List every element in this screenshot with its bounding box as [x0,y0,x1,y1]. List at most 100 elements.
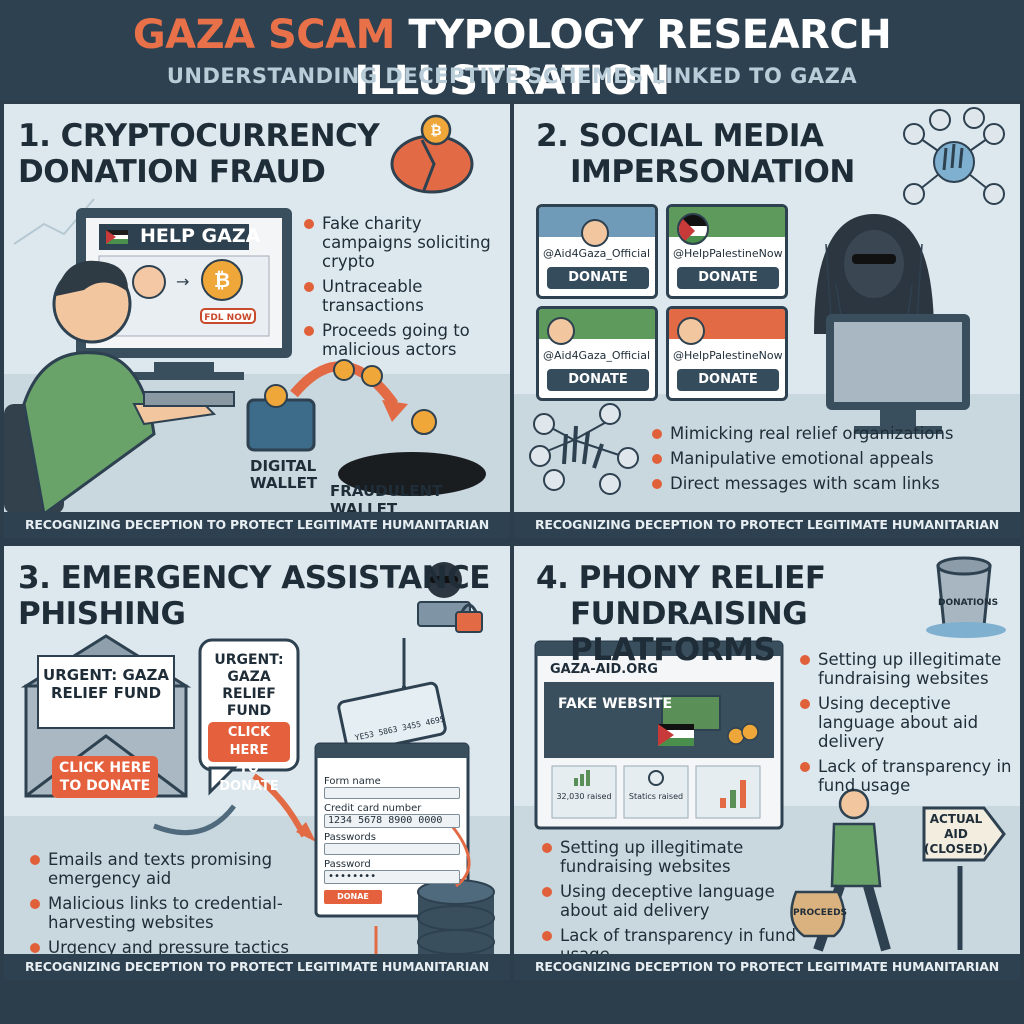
svg-text:→: → [176,272,189,291]
profile-handle: @Aid4Gaza_Official [543,247,651,260]
bucket-label: DONATIONS [938,598,999,608]
profile-handle: @Aid4Gaza_Official [543,349,651,362]
panel-footer: RECOGNIZING DECEPTION TO PROTECT LEGITIM… [4,954,510,980]
panel-2-illustration [514,107,1020,514]
panel-2-bullets: Mimicking real relief organizations Mani… [650,424,1020,499]
database-icon [417,879,495,962]
credit-card-field[interactable]: 1234 5678 8900 0000 [324,814,460,828]
fake-website-heading: FAKE WEBSITE [558,696,673,712]
panel-1-bullets: Fake charity campaigns soliciting crypto… [302,214,506,365]
puppet-hand-icon [529,403,639,495]
wallet-label: DIGITAL WALLET [250,457,318,492]
bullet: Setting up illegitimate fundraising webs… [798,650,1018,688]
panel-3-title-line1: 3. EMERGENCY ASSISTANCE [18,560,490,596]
bullet: Mimicking real relief organizations [650,424,1020,443]
closed-sign [922,806,1006,950]
donate-here-button[interactable]: DONATE HERE [547,267,649,296]
piggy-bank-icon: ₿ [390,114,474,194]
flag-avatar-icon [677,213,709,245]
fishhook-credit-card-icon [337,638,447,755]
bullet: Manipulative emotional appeals [650,449,1020,468]
bullet: Lack of transparency in fund usage [798,757,1018,795]
form-submit-button[interactable]: DONAE [324,890,382,904]
sign-line2: AID [944,827,968,841]
bubble-button-line2: TO DONATE [219,761,279,794]
password-field[interactable]: •••••••• [324,870,460,884]
site-url: GAZA-AID.ORG [550,662,658,677]
bullet: Malicious links to credential-harvesting… [28,894,318,932]
email-subject: URGENT: GAZA RELIEF FUND [38,666,174,702]
panel-3-bullets: Emails and texts promising emergency aid… [28,850,318,963]
person-illustration [4,260,235,517]
walking-man-figure [790,788,891,952]
donate-here-button[interactable]: DONATE HERE [547,369,649,398]
bullet: Using deceptive language about aid deliv… [540,882,800,920]
panel-3-title-line2: PHISHING [18,596,186,632]
passwords-field[interactable] [324,843,460,855]
bubble-line3: FUND [226,703,272,719]
stat-raised: 32,030 raised [556,792,612,801]
panel-1-title-line1: 1. CRYPTOCURRENCY [18,118,380,154]
fake-profile-card[interactable]: @HelpPalestineNow DONATE HERE [666,204,788,299]
wallet-label-line1: DIGITAL [250,457,317,475]
fake-profile-card[interactable]: @Aid4Gaza_Official DONATE HERE [536,204,658,299]
avatar [677,317,705,345]
panel-2-title-line2: IMPERSONATION [570,154,855,190]
page-subtitle: UNDERSTANDING DECEPTIVE SCHEMES LINKED T… [166,64,858,88]
profile-handle: @HelpPalestineNow [673,247,783,260]
svg-text:₿: ₿ [430,123,441,139]
panel-4-bullets-bottom: Setting up illegitimate fundraising webs… [540,838,800,970]
sign-line1: ACTUAL [929,812,983,826]
bullet: Fake charity campaigns soliciting crypto [302,214,506,271]
bullet: Emails and texts promising emergency aid [28,850,318,888]
credit-card-label: Credit card number [324,803,422,814]
email-subject-line2: RELIEF FUND [50,684,162,702]
fake-profile-card[interactable]: @HelpPalestineNow DONATE HERE [666,306,788,401]
title-rest: TYPOLOGY RESEARCH ILLUSTRATION [354,12,892,104]
screen-fill-now-button[interactable]: FDL NOW [200,308,256,324]
panel-4-bullets-top: Setting up illegitimate fundraising webs… [798,650,1018,801]
network-people-icon [903,107,1005,205]
email-click-here-button[interactable]: CLICK HERE TO DONATE [52,756,158,798]
password-label: Password [324,859,371,870]
bullet: Setting up illegitimate fundraising webs… [540,838,800,876]
digital-wallet-icon [246,384,316,452]
bubble-line2: GAZA RELIEF [222,669,276,702]
bubble-line1: URGENT: [214,652,284,668]
form-name-field[interactable] [324,787,460,799]
phishing-form: Form name Credit card number 1234 5678 8… [324,776,460,904]
form-name-label: Form name [324,776,381,787]
email-button-line1: CLICK HERE [58,760,152,776]
donate-here-button[interactable]: DONATE HERE [677,267,779,296]
panel-footer: RECOGNIZING DECEPTION TO PROTECT LEGITIM… [4,512,510,538]
hacker-laptop-icon [417,562,483,633]
donate-here-button[interactable]: DONATE HERE [677,369,779,398]
screen-banner: HELP GAZA [140,225,261,247]
panel-footer: RECOGNIZING DECEPTION TO PROTECT LEGITIM… [514,954,1020,980]
bubble-click-here-button[interactable]: CLICK HERE TO DONATE [208,722,290,794]
envelope-icon [20,634,192,798]
fraudulent-wallet-hole [338,452,486,496]
fake-website-window [534,640,784,830]
stat-statics: Statics raised [628,792,684,801]
passwords-label: Passwords [324,832,376,843]
sign-line3: (CLOSED) [924,842,988,856]
avatar [581,219,609,247]
panel-4-title-line2: FUNDRAISING PLATFORMS [570,596,808,668]
bullet: Proceeds going to malicious actors [302,321,506,359]
page-title: GAZA SCAM TYPOLOGY RESEARCH ILLUSTRATION [0,12,1024,104]
email-button-line2: TO DONATE [59,778,151,794]
bullet: Urgency and pressure tactics [28,938,318,957]
svg-text:₿: ₿ [214,268,230,292]
wallet-label-line2: WALLET [250,474,318,492]
bullet: Direct messages with scam links [650,474,1020,493]
panel-crypto-fraud: ₿ → ₿ [4,104,510,538]
panel-4-illustration [514,556,1020,956]
closed-sign-text: ACTUAL AID (CLOSED) [924,812,988,857]
panel-4-title-line1: 4. PHONY RELIEF [536,560,826,596]
fake-profile-card[interactable]: @Aid4Gaza_Official DONATE HERE [536,306,658,401]
